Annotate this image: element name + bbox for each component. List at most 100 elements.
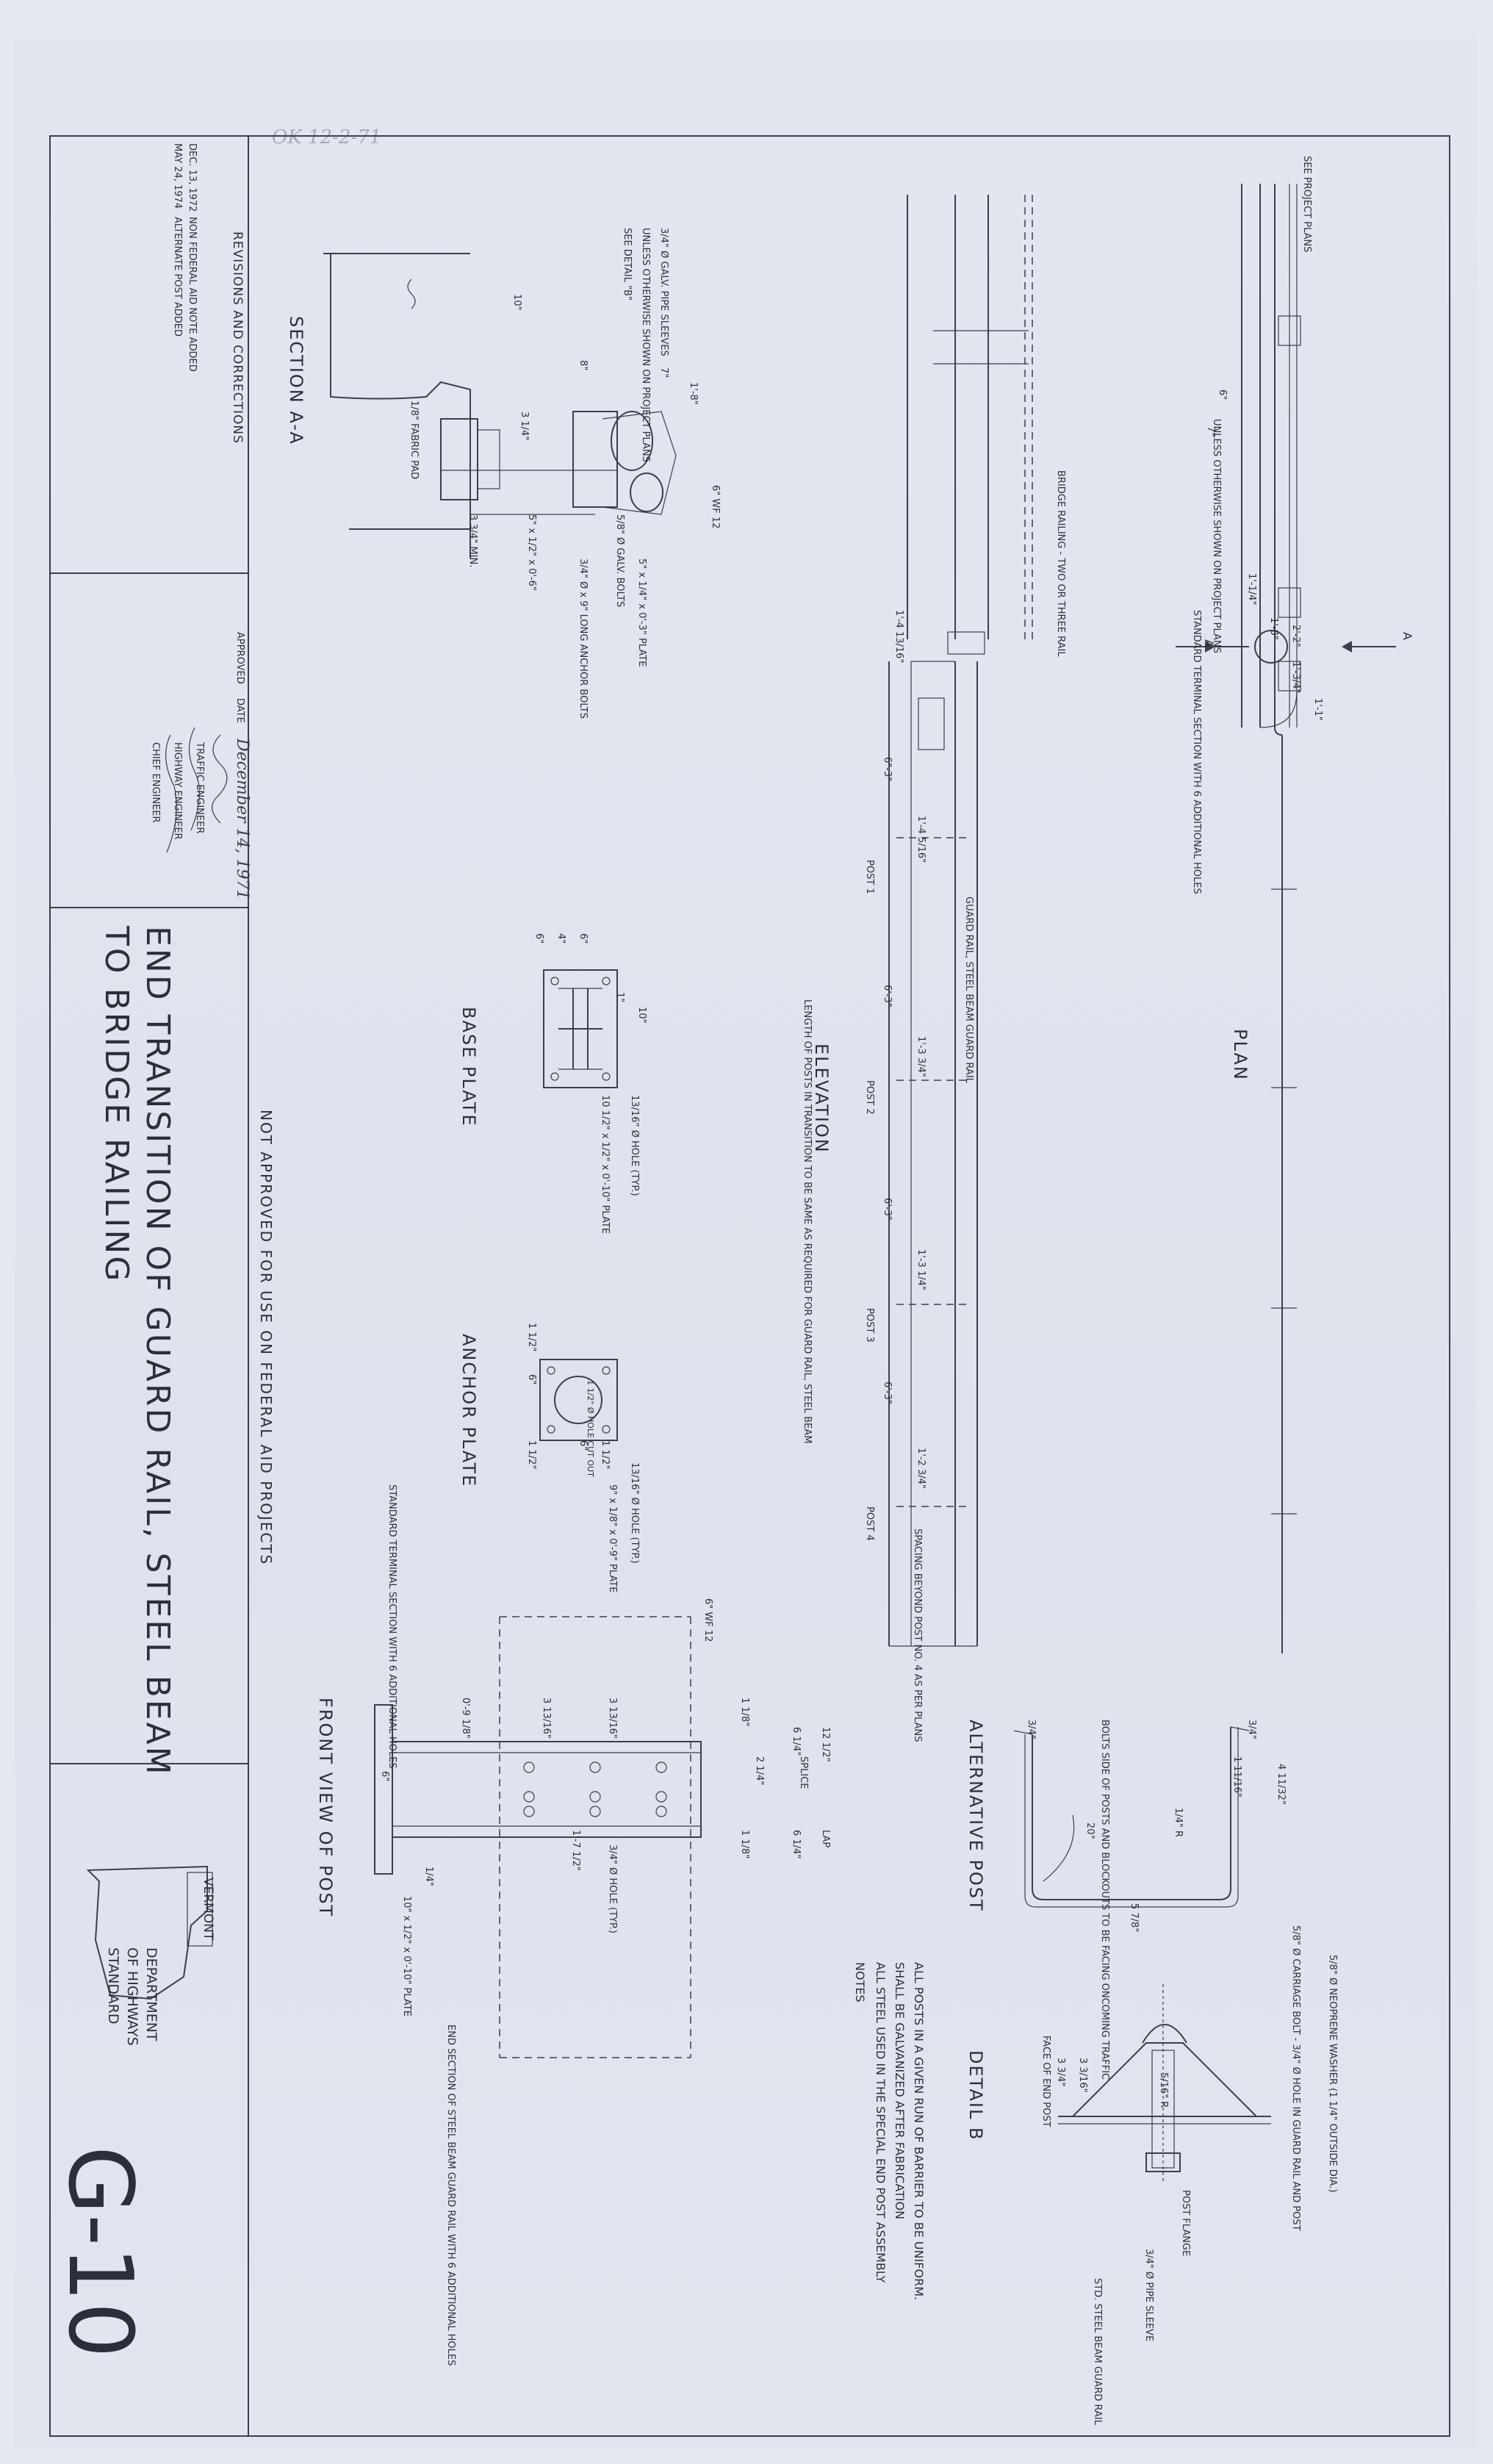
plan-title: PLAN xyxy=(1230,1029,1251,1081)
base-plate-label-plate: 10 1/2" x 1/2" x 0'-10" PLATE xyxy=(600,1095,611,1234)
elevation-view xyxy=(888,195,1033,1647)
notes-block: NOTES ALL STEEL USED IN THE SPECIAL END … xyxy=(853,1962,926,2300)
elevation-label-bridge-railing: BRIDGE RAILING - TWO OR THREE RAIL xyxy=(1055,470,1066,657)
revisions-heading: REVISIONS AND CORRECTIONS xyxy=(230,231,245,444)
revision-2-note: ALTERNATE POST ADDED xyxy=(172,217,183,337)
alternative-post-title: ALTERNATIVE POST xyxy=(965,1720,986,1912)
elevation-label-guard-rail: GUARD RAIL, STEEL BEAM GUARD RAIL xyxy=(963,897,974,1084)
section-dim-4: 7" xyxy=(658,367,669,378)
post-4-label: POST 4 xyxy=(864,1506,875,1541)
plan-dim-6: 1'-3/4" xyxy=(1290,661,1301,693)
plan-dim-1: 6" xyxy=(1217,389,1228,400)
elevation-label-post-length: LENGTH OF POSTS IN TRANSITION TO BE SAME… xyxy=(802,999,813,1443)
base-plate-dims: 6" 10" 4" 1" 6" xyxy=(533,933,647,1024)
section-dim-3: 8" xyxy=(578,360,589,370)
section-label-anchor-bolts: 3/4" Ø x 9" LONG ANCHOR BOLTS xyxy=(578,558,589,719)
base-plate-labels: 13/16" Ø HOLE (TYP.) 10 1/2" x 1/2" x 0'… xyxy=(600,1095,640,1234)
plan-section-mark-a: A xyxy=(1202,639,1216,647)
post-1-label: POST 1 xyxy=(864,860,875,894)
alt-post-label-bolts: BOLTS SIDE OF POSTS AND BLOCKOUTS TO BE … xyxy=(1099,1720,1110,2080)
elev-dim-9: 1'-2 3/4" xyxy=(915,1448,927,1489)
detail-b-label-carriage: 5/8" Ø CARRIAGE BOLT - 3/4" Ø HOLE IN GU… xyxy=(1290,1925,1301,2231)
plan-dim-4: 1'-8" xyxy=(1268,617,1279,640)
anchor-plate-label-plate: 9" x 1/8" x 0'-9" PLATE xyxy=(607,1484,618,1592)
revision-1-date: DEC. 13, 1972 xyxy=(187,143,198,212)
alt-dim-3: 1 11/16" xyxy=(1231,1756,1242,1797)
plan-dim-3: 1'-1/4" xyxy=(1246,573,1257,605)
approval-date: December 14, 1971 xyxy=(233,738,251,899)
section-label-fabric-pad: 1/8" FABRIC PAD xyxy=(409,401,420,479)
alt-dim-6: 20° xyxy=(1084,1822,1096,1839)
corner-pencil-note: OK 12-2-71 xyxy=(272,126,381,148)
notes-line-1: ALL STEEL USED IN THE SPECIAL END POST A… xyxy=(874,1962,888,2283)
vermont-state-logo xyxy=(86,1865,213,2000)
detail-b-label-std-rail: STD. STEEL BEAM GUARD RAIL xyxy=(1092,2278,1103,2426)
front-view-title: FRONT VIEW OF POST xyxy=(315,1698,336,1917)
signature-scribbles xyxy=(165,727,228,853)
front-dim-12: 1/4" xyxy=(423,1867,434,1886)
front-dim-1: 0'-9 1/8" xyxy=(460,1698,471,1739)
plan-label-project-plans: SEE PROJECT PLANS xyxy=(1301,156,1312,252)
anchor-dim-2: 6" xyxy=(526,1374,537,1384)
front-label-end-section: END SECTION OF STEEL BEAM GUARD RAIL WIT… xyxy=(445,2025,456,2366)
front-dim-9: 1 1/8" xyxy=(739,1830,750,1858)
base-dim-1: 6" xyxy=(533,933,544,944)
detail-b-label-face: FACE OF END POST xyxy=(1040,2036,1051,2127)
section-aa-labels: 3/4" Ø GALV. PIPE SLEEVES UNLESS OTHERWI… xyxy=(622,228,669,462)
paper-background xyxy=(15,35,1477,2449)
elev-dim-4: 6'-3" xyxy=(882,985,893,1007)
alternative-post-view xyxy=(1013,1726,1250,1908)
section-label-plate: 5" x 1/4" x 0'-3" PLATE xyxy=(636,558,647,667)
detail-b-label-radius: 5/16" R xyxy=(1158,2072,1169,2108)
alt-dim-2: 3/4" xyxy=(1246,1720,1257,1739)
drawing-title-line2: TO BRIDGE RAILING xyxy=(98,925,135,1283)
section-dim-5: 3 1/4" xyxy=(519,412,530,440)
notes-heading: NOTES xyxy=(853,1962,867,2003)
base-plate-title: BASE PLATE xyxy=(458,1007,479,1127)
front-label-lap: LAP xyxy=(820,1830,831,1847)
approval-block: APPROVED DATE December 14, 1971 TRAFFIC … xyxy=(150,632,251,899)
anchor-dim-4: 6" xyxy=(578,1440,589,1451)
section-label-plate-2: 5" x 1/2" x 0'-6" xyxy=(526,514,537,591)
plan-dim-5: 2'-2" xyxy=(1290,625,1301,647)
alt-post-label-radius: 1/4" R xyxy=(1173,1808,1184,1837)
revision-1-note: NON FEDERAL AID NOTE ADDED xyxy=(187,217,198,372)
detail-b-dims: 3 3/4" 3 3/16" xyxy=(1055,2058,1088,2093)
plan-view xyxy=(1176,184,1396,1653)
post-labels: POST 1 POST 2 POST 3 POST 4 xyxy=(864,860,875,1541)
front-dim-11: 6" xyxy=(379,1771,390,1781)
agency-line-3: STANDARD xyxy=(105,1947,121,2025)
detail-b-view xyxy=(1058,1984,1271,2183)
revision-2-date: MAY 24, 1974 xyxy=(172,143,183,209)
approved-label: APPROVED xyxy=(234,632,245,684)
elev-dim-2: 6"-3" xyxy=(882,757,893,781)
revisions-block: REVISIONS AND CORRECTIONS DEC. 13, 1972 … xyxy=(172,143,245,444)
elevation-dims: 1'-4 13/16" 6"-3" 1'-4 5/16" 6'-3" 1'-3 … xyxy=(882,610,927,1489)
section-label-detail-b: SEE DETAIL "B" xyxy=(622,228,633,301)
signature-title-3: CHIEF ENGINEER xyxy=(150,742,161,823)
base-plate-view xyxy=(543,969,618,1088)
plan-label-terminal: STANDARD TERMINAL SECTION WITH 6 ADDITIO… xyxy=(1191,610,1202,894)
anchor-plate-label-hole: 13/16" Ø HOLE (TYP.) xyxy=(629,1462,640,1564)
alt-post-dims: 3/4" 3/4" 1 11/16" 4 11/32" 5 7/8" 20° xyxy=(1026,1720,1287,1932)
front-label-hole: 3/4" Ø HOLE (TYP.) xyxy=(607,1845,618,1933)
drawing-title-block: END TRANSITION OF GUARD RAIL, STEEL BEAM… xyxy=(98,925,176,1777)
plan-section-mark-b: A xyxy=(1400,632,1414,640)
elev-dim-7: 1'-3 1/4" xyxy=(915,1249,927,1290)
post-3-label: POST 3 xyxy=(864,1308,875,1343)
front-view-post xyxy=(374,1616,702,2058)
detail-dim-1: 3 3/4" xyxy=(1055,2058,1066,2086)
signature-title-2: HIGHWAY ENGINEER xyxy=(172,742,183,840)
base-dim-4: 1" xyxy=(614,992,625,1002)
section-aa-dims: 10" 1'-8" 8" 7" 3 1/4" xyxy=(511,294,699,440)
anchor-plate-labels: 13/16" Ø HOLE (TYP.) 9" x 1/8" x 0'-9" P… xyxy=(607,1462,640,1592)
detail-b-labels: 5/8" Ø CARRIAGE BOLT - 3/4" Ø HOLE IN GU… xyxy=(1040,1925,1338,2426)
base-dim-3: 4" xyxy=(555,933,566,944)
front-label-terminal: STANDARD TERMINAL SECTION WITH 6 ADDITIO… xyxy=(386,1484,397,1769)
anchor-dim-5: 1 1/2" xyxy=(600,1440,611,1469)
detail-b-label-sleeve: 3/4" Ø PIPE SLEEVE xyxy=(1143,2249,1154,2341)
front-dim-4: 12 1/2" xyxy=(820,1727,831,1762)
anchor-dim-3: 1 1/2" xyxy=(526,1440,537,1469)
date-label: DATE xyxy=(234,698,245,723)
